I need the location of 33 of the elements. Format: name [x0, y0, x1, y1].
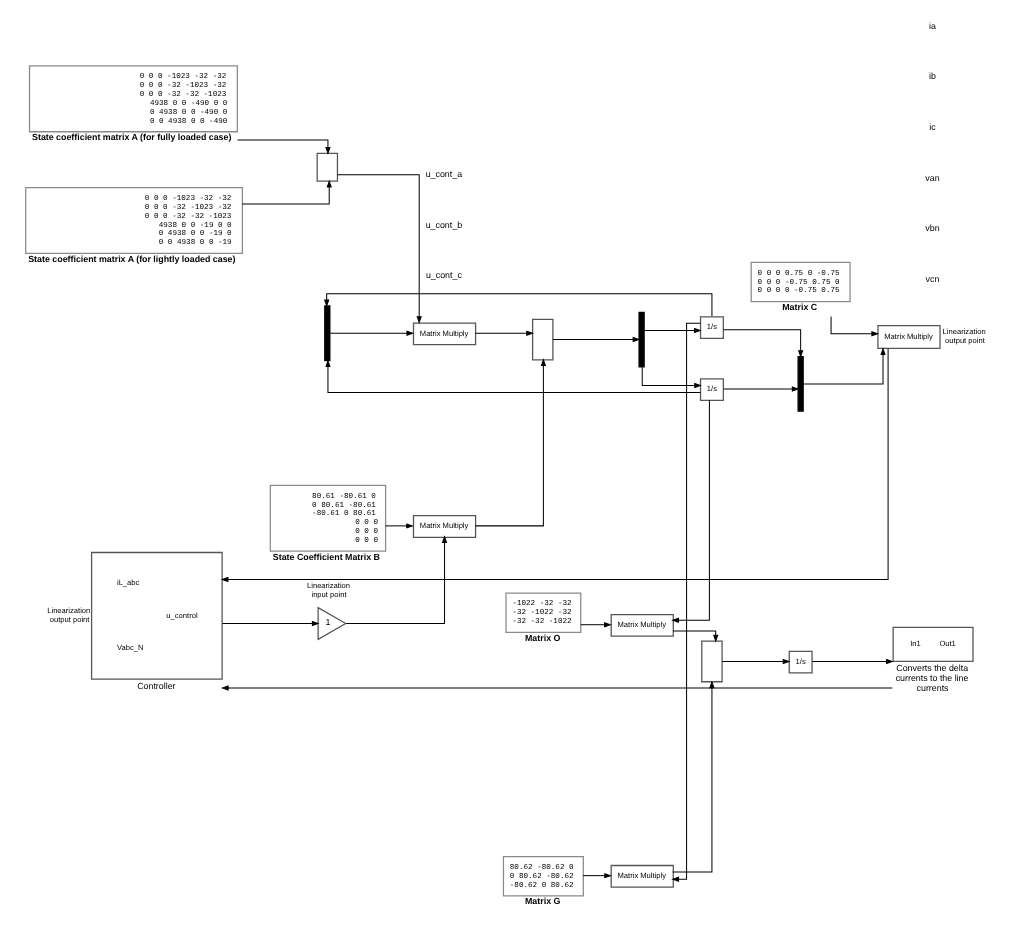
arrow: [801, 347, 885, 385]
arrow: [336, 174, 421, 324]
arrow: [810, 658, 893, 665]
arrow: [324, 359, 700, 394]
arrow: [236, 139, 330, 155]
arrow: [670, 322, 700, 882]
arrow: [240, 179, 331, 205]
arrow: [722, 329, 803, 358]
arrow: [829, 316, 879, 337]
arrow: [670, 399, 709, 623]
arrow: [220, 620, 319, 627]
node-bar: [796, 356, 803, 412]
arrow: [219, 348, 888, 583]
node-box: [315, 152, 338, 182]
arrow: [219, 685, 892, 691]
node-box: [700, 640, 722, 683]
arrow: [579, 622, 611, 628]
arrow: [551, 336, 640, 343]
arrow: [720, 658, 790, 665]
node-bar: [323, 305, 330, 362]
arrow: [643, 327, 701, 334]
arrow: [473, 330, 533, 336]
arrow: [328, 330, 414, 336]
arrow: [581, 872, 612, 879]
arrow: [344, 535, 447, 624]
arrow: [640, 366, 701, 389]
arrow: [671, 630, 718, 643]
arrow: [383, 523, 413, 529]
arrow: [473, 358, 546, 527]
node-bar: [637, 311, 644, 368]
node-box: [530, 318, 553, 361]
arrow: [322, 293, 712, 317]
arrow: [722, 386, 799, 392]
